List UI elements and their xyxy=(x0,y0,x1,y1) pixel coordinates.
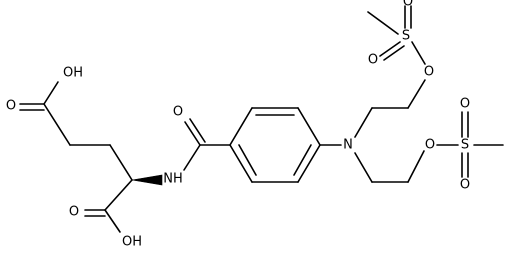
atom-labels: OH O NH O O OH N O S O O O S O O xyxy=(6,0,470,250)
stereo-wedge-bond xyxy=(131,174,163,186)
bond xyxy=(183,144,201,171)
bond xyxy=(184,121,201,146)
bond xyxy=(293,144,312,176)
bond xyxy=(354,107,373,138)
bond xyxy=(407,150,425,183)
bond xyxy=(109,144,133,181)
atom-label-oh-top: OH xyxy=(63,66,83,81)
atom-label-nh: NH xyxy=(163,172,183,187)
atom-label-o-carbonyl-top: O xyxy=(6,99,16,114)
atom-label-oh-bottom: OH xyxy=(122,235,142,250)
atom-label-s-2: S xyxy=(461,138,469,153)
bond xyxy=(297,107,321,146)
bond xyxy=(229,107,253,146)
atom-label-o-ester-2: O xyxy=(425,138,435,153)
bond xyxy=(229,144,253,183)
bond xyxy=(43,103,71,146)
atom-label-o-carbonyl-bottom: O xyxy=(69,205,79,220)
atom-label-o-amide: O xyxy=(173,105,183,120)
atom-label-s-1: S xyxy=(402,29,410,44)
bond xyxy=(407,79,426,109)
atom-label-o-s1-a: O xyxy=(403,0,413,10)
bond xyxy=(379,41,401,57)
bond xyxy=(189,118,206,143)
atom-label-o-ester-1: O xyxy=(424,65,434,80)
bond xyxy=(238,144,257,176)
bond xyxy=(383,45,405,61)
atom-label-o-s1-b: O xyxy=(368,53,378,68)
atom-label-n-amine: N xyxy=(343,138,353,153)
bond xyxy=(104,179,133,211)
atom-label-o-s2-b: O xyxy=(460,178,470,193)
bond xyxy=(43,81,59,105)
bond xyxy=(354,152,373,183)
bond xyxy=(367,11,399,35)
bond xyxy=(104,209,121,233)
bond xyxy=(297,144,321,183)
bond-lines xyxy=(19,5,504,233)
bond xyxy=(411,41,426,65)
atom-label-o-s2-a: O xyxy=(460,97,470,112)
